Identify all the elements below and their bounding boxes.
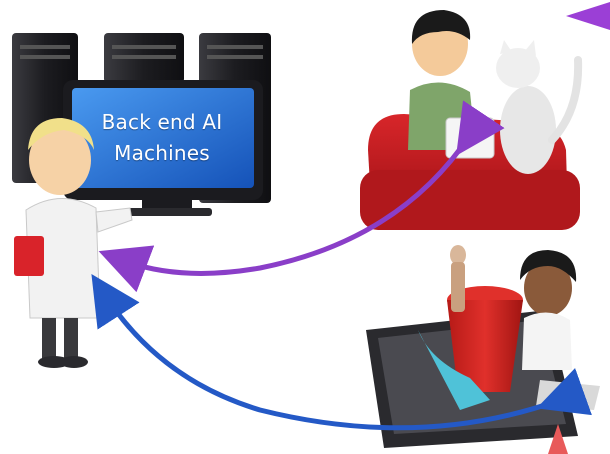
cat-figure	[496, 40, 583, 174]
blue-arrow	[91, 274, 592, 431]
monitor-line-1: Back end AI	[101, 110, 223, 134]
purple-triangle	[566, 2, 610, 30]
purple-arrow	[98, 100, 505, 293]
server-tower-icon	[104, 33, 184, 83]
monitor-line-2: Machines	[114, 141, 210, 165]
monitor-screen-label: Back end AI Machines	[74, 98, 250, 178]
